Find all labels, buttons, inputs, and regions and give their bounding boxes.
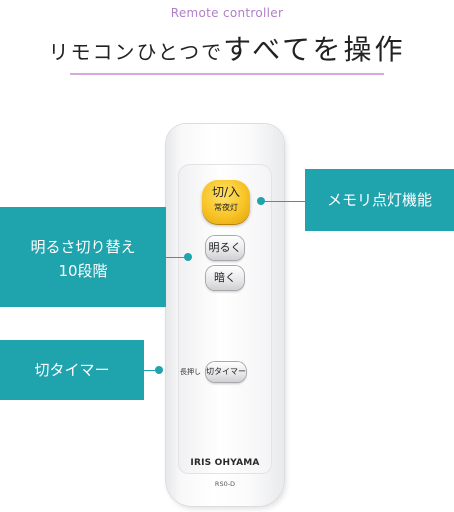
callout-memory: メモリ点灯機能 xyxy=(305,169,454,231)
headline-small: リモコンひとつで xyxy=(48,40,224,64)
callout-brightness-line2: 10段階 xyxy=(58,262,108,280)
callout-off-timer: 切タイマー xyxy=(0,340,144,400)
off-timer-button[interactable]: 切タイマー xyxy=(206,362,246,382)
callout-brightness: 明るさ切り替え 10段階 xyxy=(0,207,166,307)
connector-line-memory xyxy=(262,201,305,202)
connector-dot-timer xyxy=(155,366,163,374)
subtitle: Remote controller xyxy=(170,6,284,20)
headline: リモコンひとつですべてを操作 xyxy=(0,28,454,68)
long-press-label: 長押し xyxy=(180,368,201,376)
divider xyxy=(70,73,384,75)
connector-dot-memory xyxy=(257,197,265,205)
headline-big: すべてを操作 xyxy=(223,33,406,66)
power-nightlight-button[interactable]: 切/入 常夜灯 xyxy=(202,180,250,224)
nightlight-label: 常夜灯 xyxy=(214,203,238,212)
power-button-label: 切/入 xyxy=(211,185,241,199)
remote-controller: 切/入 常夜灯 明るく 暗く 長押し 切タイマー IRIS OHYAMA RS0… xyxy=(166,124,284,506)
callout-brightness-line1: 明るさ切り替え xyxy=(30,238,136,256)
brighter-button[interactable]: 明るく xyxy=(206,236,244,260)
connector-line-brightness xyxy=(166,257,188,258)
connector-dot-brightness xyxy=(184,253,192,261)
model-number: RS0-D xyxy=(214,480,236,488)
brand-logo: IRIS OHYAMA xyxy=(190,458,260,468)
darker-button[interactable]: 暗く xyxy=(206,266,244,290)
connector-line-timer xyxy=(144,370,158,371)
